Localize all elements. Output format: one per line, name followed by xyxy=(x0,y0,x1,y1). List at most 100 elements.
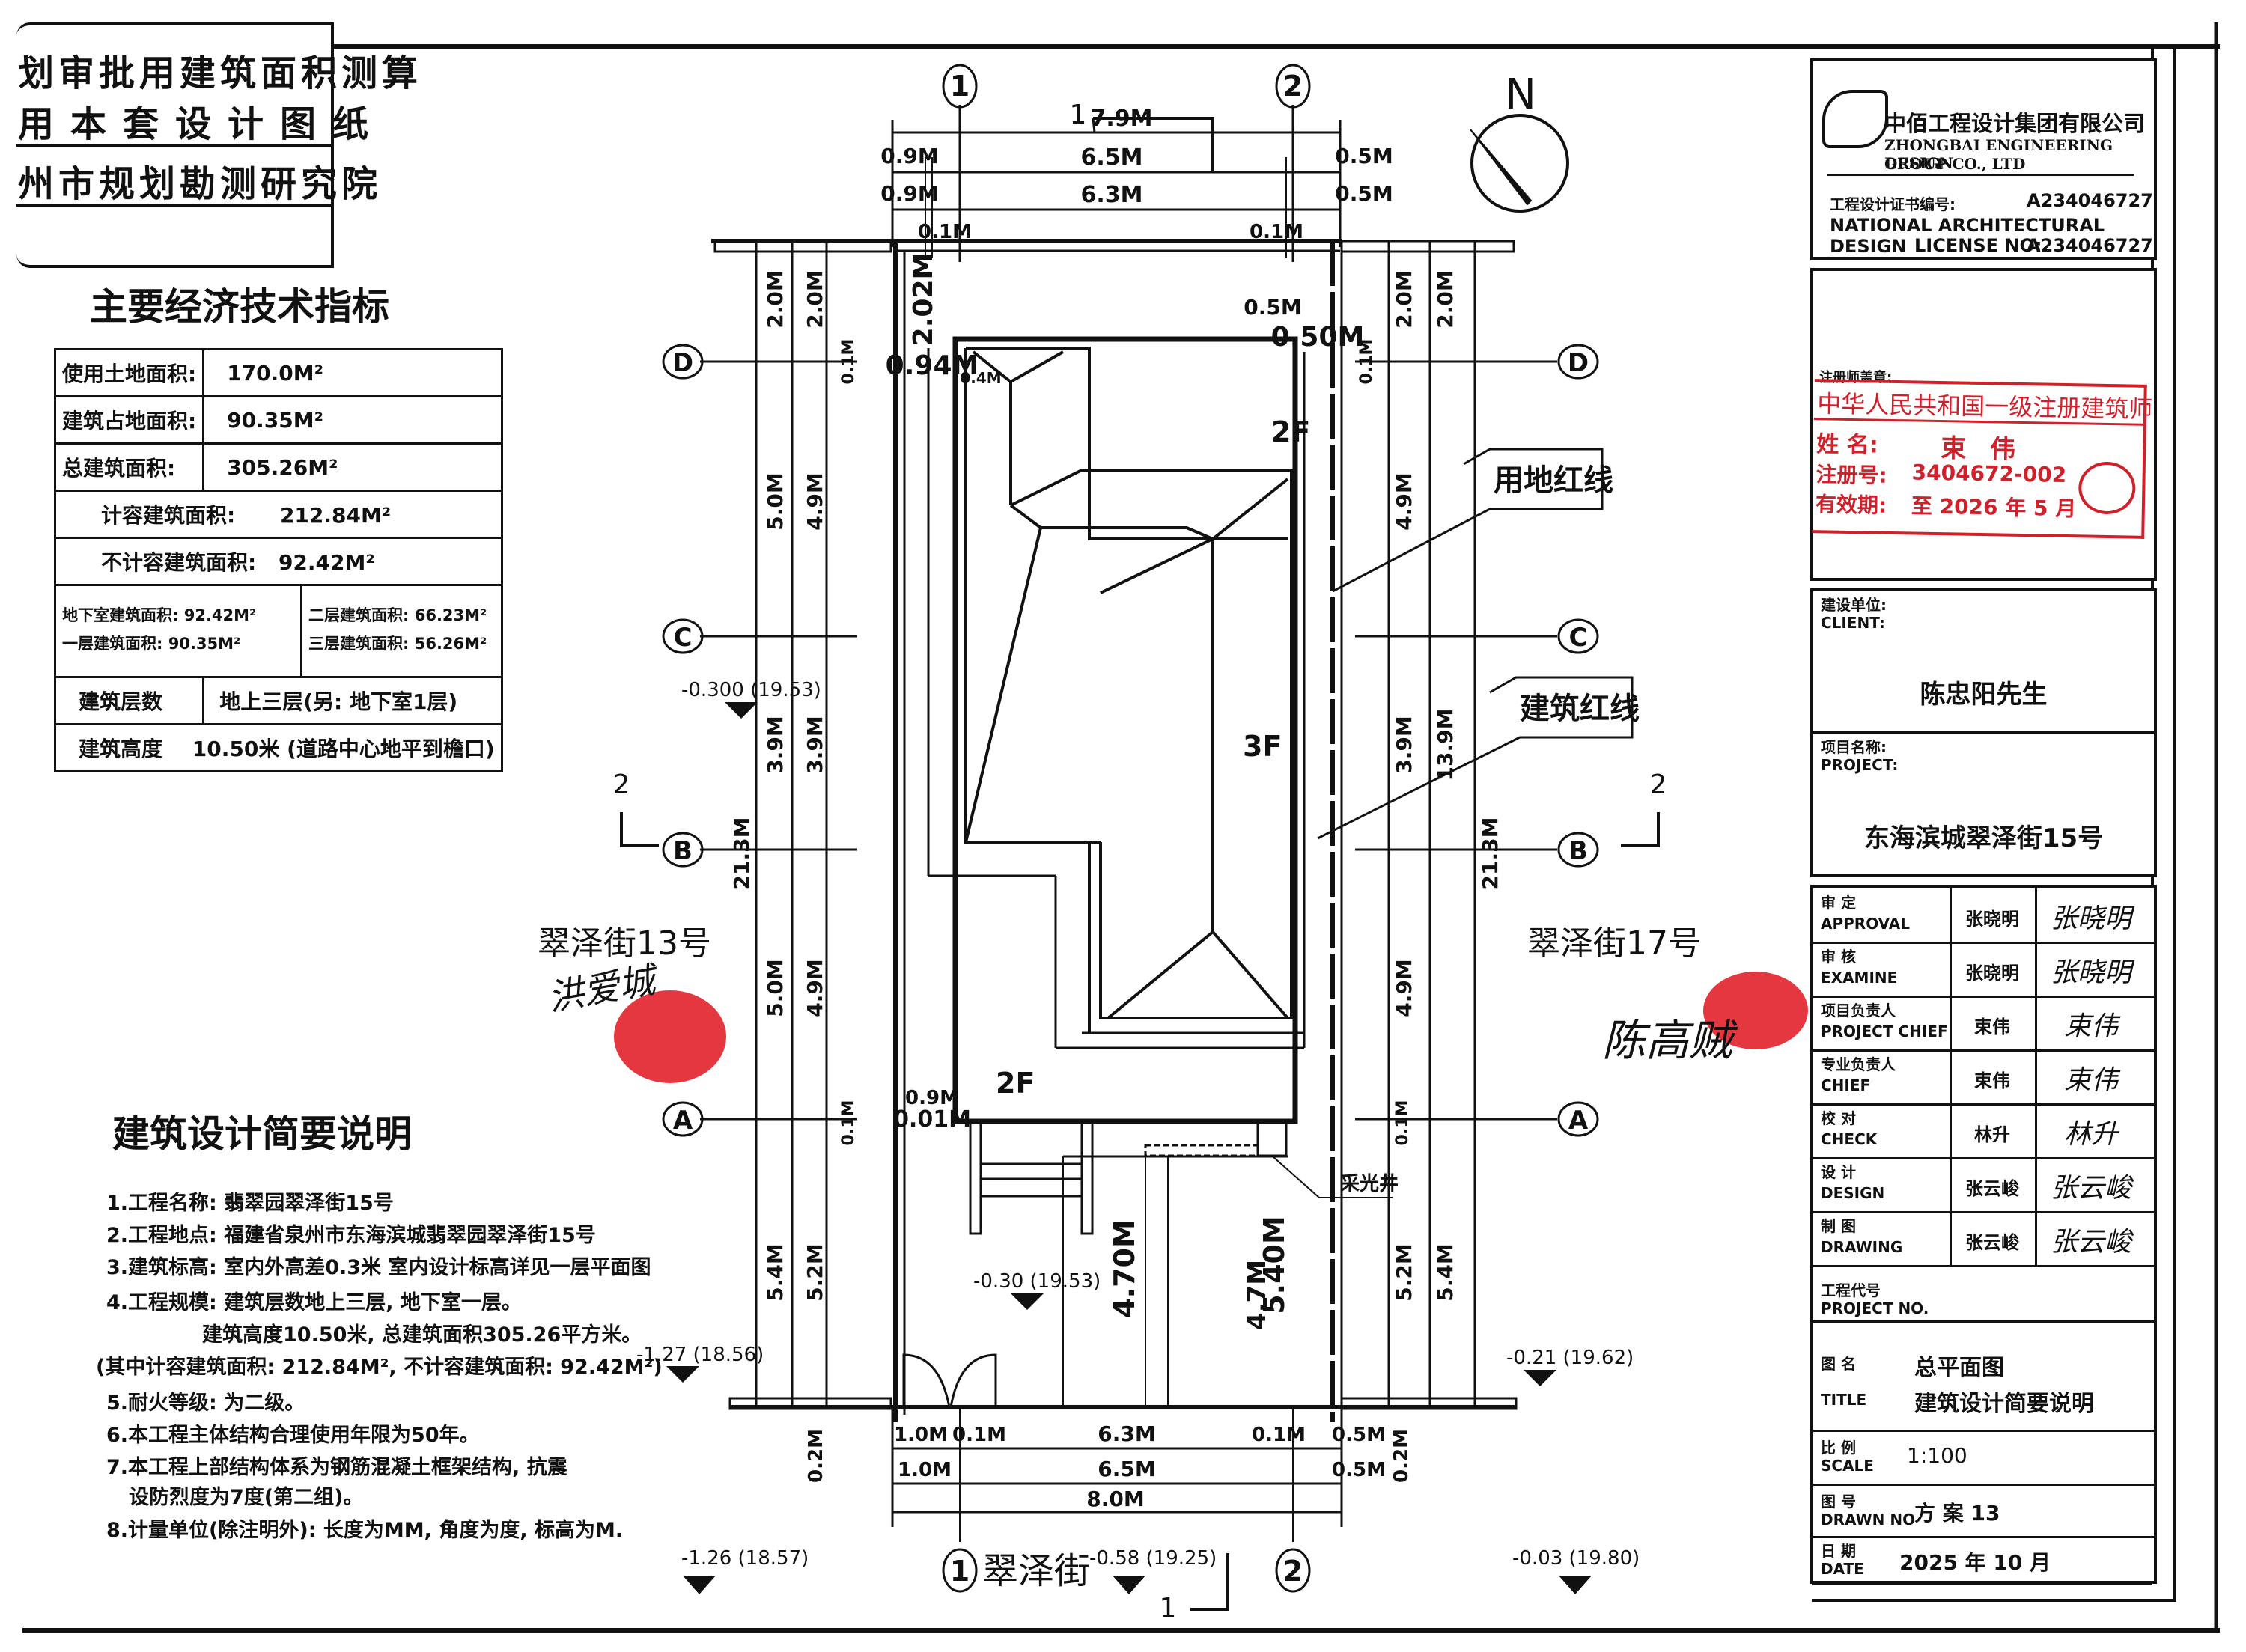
note-item: 5.耐火等级: 为二级。 xyxy=(106,1392,305,1415)
note-item: 1.工程名称: 翡翠园翠泽街15号 xyxy=(106,1192,394,1215)
project-label-en: PROJECT: xyxy=(1821,756,1899,774)
dim-inner-0-50: 0.50M xyxy=(1271,322,1365,353)
axis-bubble-C-left xyxy=(662,618,704,654)
dim-left-total: 21.3M xyxy=(729,817,754,890)
approval-stamp-line-3: 州市规划勘测研究院 xyxy=(18,163,383,205)
building-line-callout-leader xyxy=(1317,676,1634,840)
date-label-cn: 日 期 xyxy=(1821,1542,1856,1560)
drawing-title-1: 总平面图 xyxy=(1914,1355,2004,1381)
kt-value: 170.0M² xyxy=(202,348,503,397)
drawing-no-value: 方 案 13 xyxy=(1914,1501,2000,1525)
dim-bottom-overall: 8.0M xyxy=(1086,1487,1144,1511)
section-mark-top: 1 xyxy=(1070,100,1087,130)
floor-label-2f-bottom: 2F xyxy=(996,1067,1035,1100)
dim-left-small-1: 0.1M xyxy=(839,1100,858,1146)
registered-architect-seal: 中华人民共和国一级注册建筑师 姓 名: 束 伟 注册号: 3404672-002… xyxy=(1812,379,2153,539)
note-item: 6.本工程主体结构合理使用年限为50年。 xyxy=(106,1424,480,1447)
seal-reg-number: 3404672-002 xyxy=(1911,460,2067,488)
elevation-marker-e4 xyxy=(1524,1370,1556,1386)
note-item: 8.计量单位(除注明外): 长度为MM, 角度为度, 标高为M. xyxy=(106,1519,624,1542)
dim-top-row3-left: 0.9M xyxy=(880,181,938,206)
kt-first-floor-area: 一层建筑面积: 90.35M² xyxy=(62,635,241,653)
elevation-text-e4: -0.21 (19.62) xyxy=(1506,1347,1634,1369)
kt-value: 305.26M² xyxy=(202,442,503,492)
axis-label-D-right: D xyxy=(1568,348,1589,378)
dim-left-outer-1: 5.0M xyxy=(763,472,788,530)
north-label: N xyxy=(1505,70,1536,119)
building-line-label: 建筑红线 xyxy=(1520,692,1640,726)
client-label-en: CLIENT: xyxy=(1821,614,1885,632)
dim-right-outer-3: 4.9M xyxy=(1392,959,1416,1017)
axis-bubble-C-right xyxy=(1557,618,1599,654)
axis-label-A-left: A xyxy=(673,1106,693,1136)
dim-right-outer-2: 13.9M xyxy=(1433,709,1458,781)
signoff-name: 束伟 xyxy=(1974,1017,2010,1037)
note-item: 3.建筑标高: 室内外高差0.3米 室内设计标高详见一层平面图 xyxy=(106,1256,651,1279)
project-name: 东海滨城翠泽街15号 xyxy=(1863,823,2104,853)
dim-right-small-1: 0.1M xyxy=(1393,1100,1412,1146)
kt-label: 建筑层数 xyxy=(53,676,205,725)
company-name-en-2: GROUP CO., LTD xyxy=(1884,155,2026,173)
dim-right-outer-0: 2.0M xyxy=(1433,270,1458,328)
dim-top-overall: 7.9M xyxy=(1091,106,1153,132)
dim-left-inner-0: 2.0M xyxy=(803,270,827,328)
drawing-no-label-en: DRAWN NO xyxy=(1821,1511,1916,1528)
note-item: (其中计容建筑面积: 212.84M², 不计容建筑面积: 92.42M²) xyxy=(96,1356,663,1379)
dim-bottom-row2-left: 1.0M xyxy=(898,1459,952,1481)
elevation-marker-e2 xyxy=(1011,1293,1044,1310)
dim-left-small-0: 0.1M xyxy=(839,339,858,385)
dim-bottom-row1-a: 1.0M xyxy=(894,1424,948,1446)
dim-left-inner-4: 5.2M xyxy=(803,1243,827,1301)
dim-right-outer-1: 4.9M xyxy=(1392,472,1416,530)
license-label-1: NATIONAL ARCHITECTURAL DESIGN xyxy=(1830,215,2105,257)
dim-right-total: 21.3M xyxy=(1478,817,1503,890)
elevation-marker-e3 xyxy=(666,1366,699,1383)
signoff-signature: 束伟 xyxy=(2063,1065,2118,1096)
notes-title: 建筑设计简要说明 xyxy=(112,1112,412,1156)
approval-stamp-line-2: 用本套设计图纸 xyxy=(18,103,386,145)
kt-label: 总建筑面积: xyxy=(53,442,205,492)
drawing-no-label-cn: 图 号 xyxy=(1821,1493,1856,1511)
neighbor-label-left: 翠泽街13号 xyxy=(538,924,711,963)
lightwell-label: 采光井 xyxy=(1340,1173,1399,1195)
company-name-cn: 中佰工程设计集团有限公司 xyxy=(1884,111,2146,136)
axis-bubble-D-right xyxy=(1557,344,1599,380)
axis-label-A-right: A xyxy=(1568,1106,1589,1136)
seal-name: 束 伟 xyxy=(1940,433,2024,466)
license-number: A234046727 xyxy=(2027,235,2153,256)
dim-bottom-row1-c: 0.1M xyxy=(1252,1424,1306,1446)
elevation-marker-e1 xyxy=(725,702,758,719)
dim-left-outer-4: 5.4M xyxy=(763,1243,788,1301)
dim-right-bottom: 0.2M xyxy=(1390,1429,1413,1483)
cert-label: 工程设计证书编号: xyxy=(1830,195,1956,213)
axis-label-1-bottom: 1 xyxy=(950,1555,970,1588)
kt-row-total-area: 总建筑面积: 305.26M² xyxy=(53,442,503,492)
kt-label: 计容建筑面积: xyxy=(101,503,236,528)
note-item: 4.工程规模: 建筑层数地上三层, 地下室一层。 xyxy=(106,1291,522,1314)
dim-bottom-row1-d: 0.5M xyxy=(1332,1424,1386,1446)
kt-value: 10.50米 (道路中心地平到檐口) xyxy=(192,737,495,761)
section-mark-left: 2 xyxy=(613,769,630,800)
axis-bubble-1 xyxy=(942,64,978,109)
approval-stamp-line-1: 划审批用建筑面积测算 xyxy=(18,52,423,94)
kt-row-height: 建筑高度 10.50米 (道路中心地平到檐口) xyxy=(54,723,503,772)
project-no-label-cn: 工程代号 xyxy=(1821,1281,1881,1299)
kt-row-floor-areas: 地下室建筑面积: 92.42M² 一层建筑面积: 90.35M² 二层建筑面积:… xyxy=(54,584,503,678)
seal-valid-date: 至 2026 年 5 月 xyxy=(1911,493,2077,522)
note-item: 2.工程地点: 福建省泉州市东海滨城翡翠园翠泽街15号 xyxy=(106,1224,596,1247)
signoff-signature: 张晓明 xyxy=(2050,957,2131,988)
seal-label: 注册师盖章: xyxy=(1819,370,1893,385)
axis-bubble-B-right xyxy=(1557,832,1599,868)
note-item: 7.本工程上部结构体系为钢筋混凝土框架结构, 抗震 xyxy=(106,1456,567,1479)
drawing-info-block: 工程代号 PROJECT NO. 图 名 TITLE 总平面图 建筑设计简要说明… xyxy=(1810,1272,2157,1584)
axis-bubble-B-left xyxy=(662,832,704,868)
axis-label-C-left: C xyxy=(674,623,693,653)
elevation-marker-e6 xyxy=(1113,1576,1145,1594)
signoff-signature: 束伟 xyxy=(2063,1011,2118,1042)
architect-seal-block: 注册师盖章: 中华人民共和国一级注册建筑师 姓 名: 束 伟 注册号: 3404… xyxy=(1810,268,2157,581)
elevation-text-e2: -0.30 (19.53) xyxy=(973,1270,1101,1293)
